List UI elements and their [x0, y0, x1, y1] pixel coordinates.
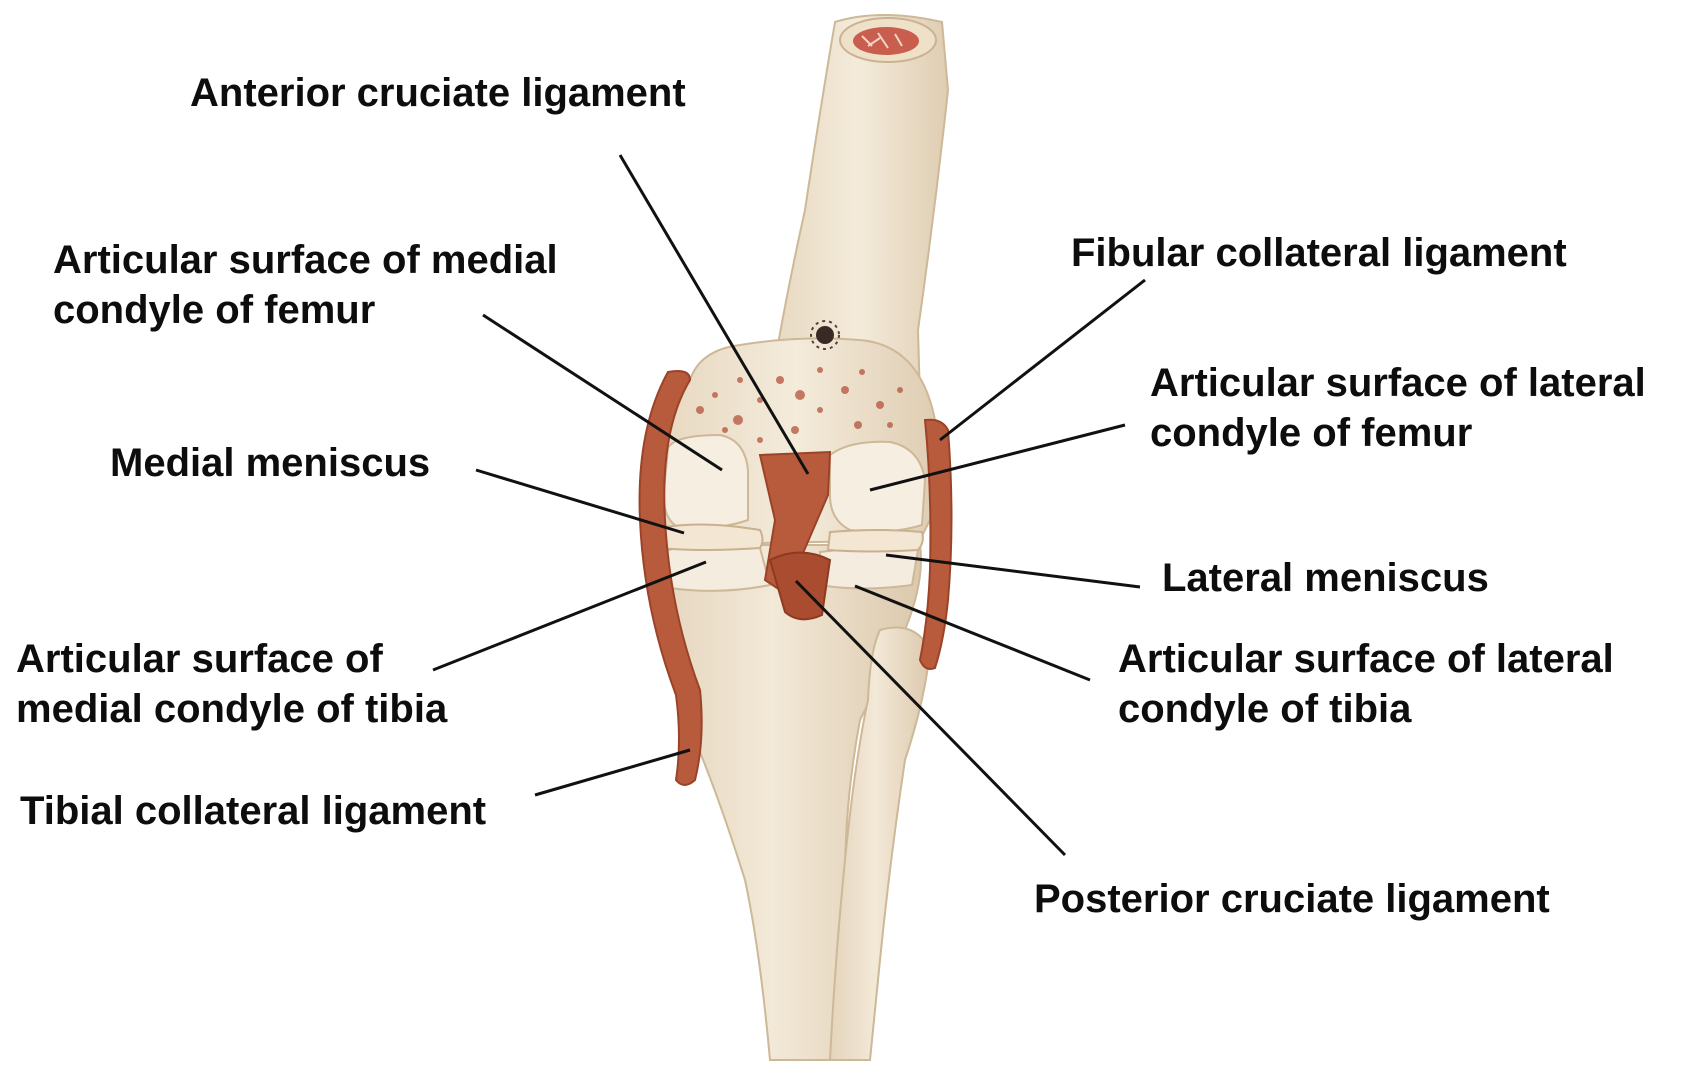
- medial-femoral-condyle: [664, 435, 748, 528]
- lateral-tibial-plateau: [820, 548, 918, 589]
- medial-tibial-plateau: [662, 545, 770, 591]
- lateral-meniscus: [828, 530, 923, 552]
- label-posterior-cruciate-ligament: Posterior cruciate ligament: [1034, 874, 1550, 924]
- label-fibular-collateral-ligament: Fibular collateral ligament: [1071, 228, 1567, 278]
- nutrient-foramen: [816, 326, 834, 344]
- medial-meniscus: [660, 524, 763, 550]
- label-articular-surface-medial-condyle-tibia: Articular surface of medial condyle of t…: [16, 634, 447, 734]
- label-lateral-meniscus: Lateral meniscus: [1162, 553, 1489, 603]
- label-anterior-cruciate-ligament: Anterior cruciate ligament: [190, 68, 686, 118]
- label-articular-surface-lateral-condyle-tibia: Articular surface of lateral condyle of …: [1118, 634, 1614, 734]
- femur-marrow: [853, 27, 919, 55]
- label-medial-meniscus: Medial meniscus: [110, 438, 430, 488]
- label-tibial-collateral-ligament: Tibial collateral ligament: [20, 786, 486, 836]
- leader-fibular-collateral: [940, 280, 1145, 440]
- leader-lateral-meniscus: [886, 555, 1140, 587]
- label-articular-surface-medial-condyle-femur: Articular surface of medial condyle of f…: [53, 235, 558, 335]
- label-articular-surface-lateral-condyle-femur: Articular surface of lateral condyle of …: [1150, 358, 1646, 458]
- leader-tibial-collateral: [535, 750, 690, 795]
